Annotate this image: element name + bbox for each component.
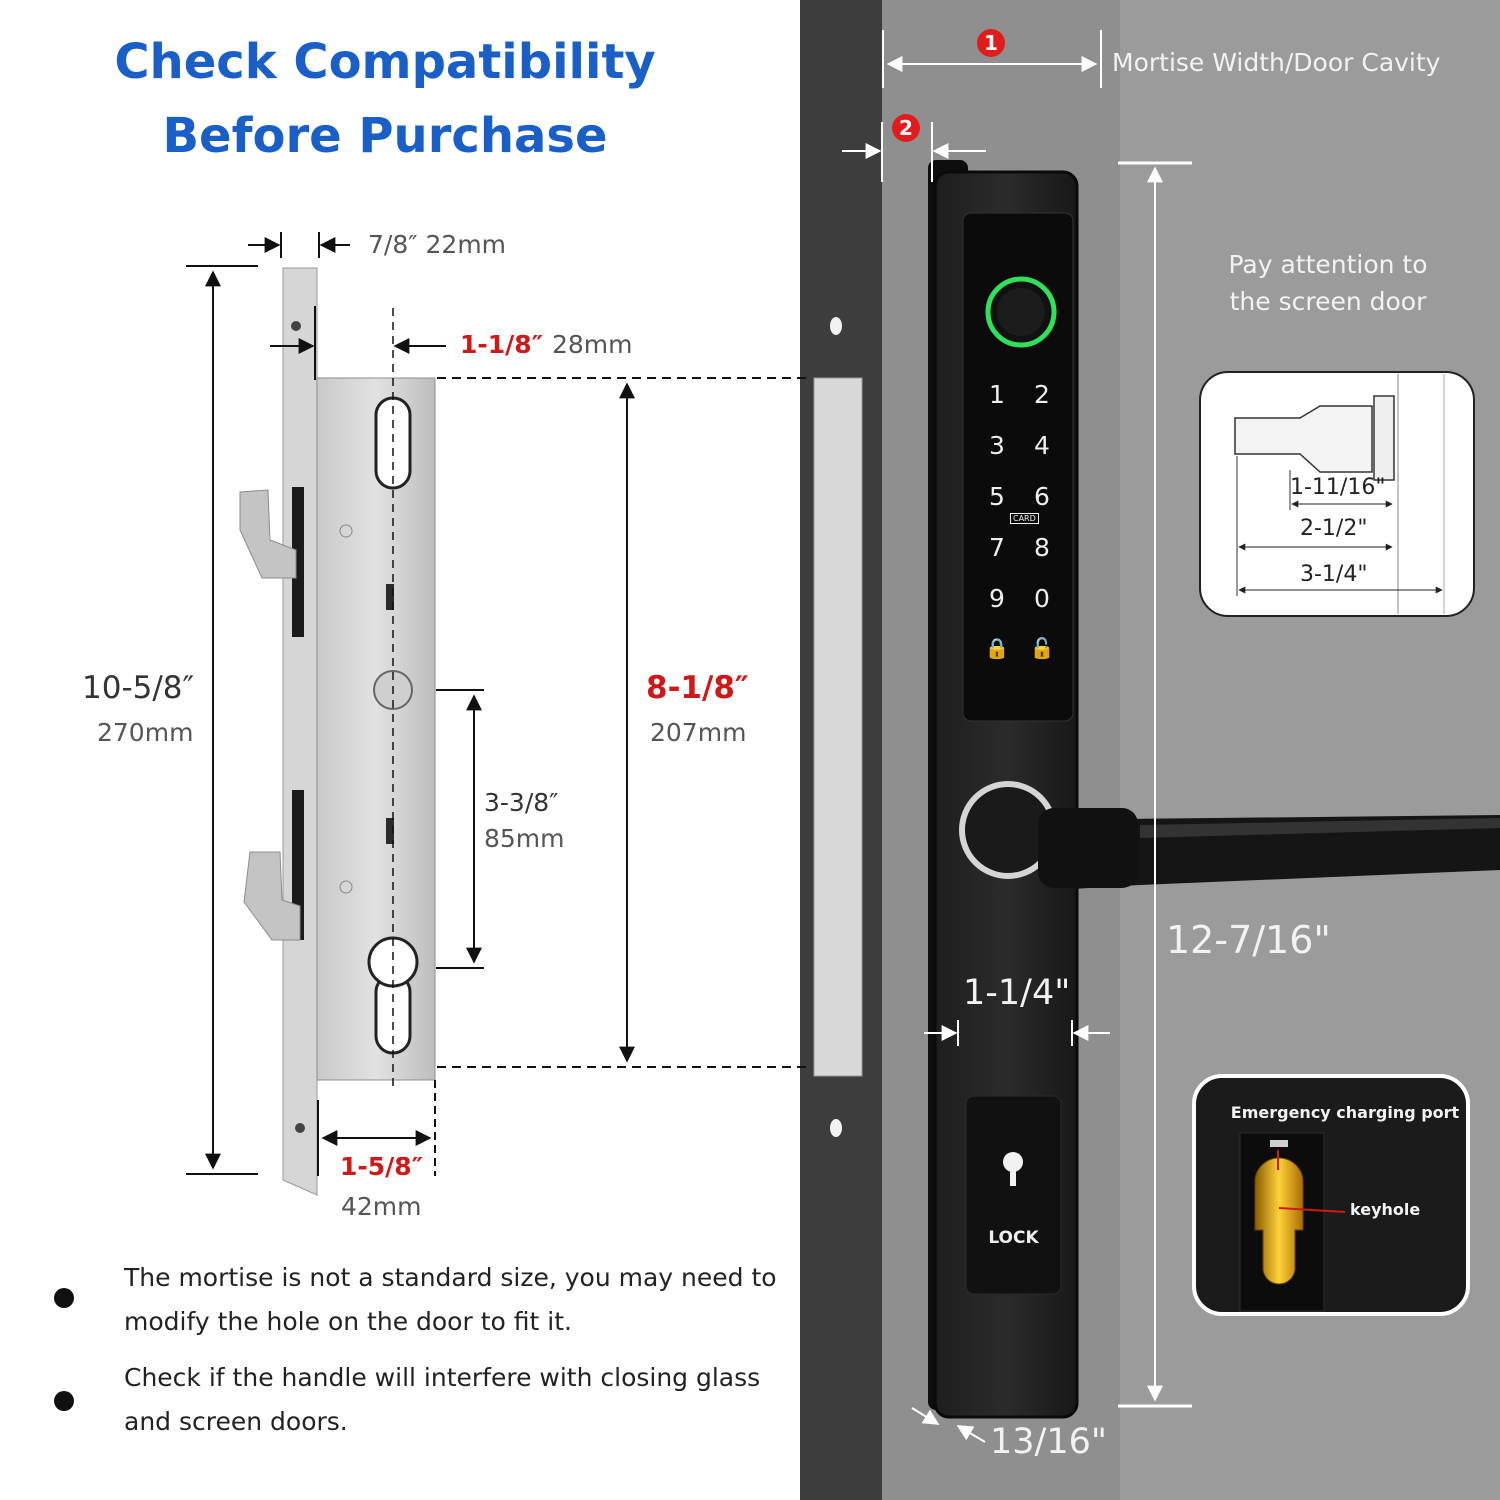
lock-cover-panel [965,1095,1062,1295]
spindle-distance-metric-label: 85mm [484,824,565,853]
faceplate-width-label: 7/8″ 22mm [368,230,507,259]
bullet-dot [54,1288,74,1308]
keypad-key[interactable]: 6 [1034,482,1050,511]
keypad-key[interactable]: 4 [1034,431,1050,460]
keypad-key[interactable]: 5 [989,482,1005,511]
screen-door-note-line2: the screen door [1229,287,1427,316]
mortise-faceplate [282,267,318,1196]
keypad-panel [962,212,1074,722]
backset-metric-label: 28mm [552,330,633,359]
body-height-metric-label: 207mm [650,718,747,747]
body-height-imperial-label: 8-1/8″ [646,670,749,706]
keypad-key[interactable]: 7 [989,533,1005,562]
backset-imperial-label: 1-1/8″ [460,330,543,359]
keypad-key[interactable]: 3 [989,431,1005,460]
keypad-key[interactable]: 8 [1034,533,1050,562]
lock-depth-label: 13/16" [990,1422,1107,1462]
screen-inset-dim-1: 1-11/16" [1290,475,1386,500]
spindle-distance-imperial-label: 3-3/8″ [484,788,559,817]
bullet-dot [54,1391,74,1411]
charging-port-label: Emergency charging port [1230,1103,1460,1122]
total-height-imperial-label: 10-5/8″ [82,670,195,706]
total-height-metric-label: 270mm [97,718,194,747]
unlock-key-icon[interactable]: 🔓 [1029,636,1055,660]
callout-badge-2: 2 [892,114,920,142]
lock-width-label: 1-1/4" [963,973,1071,1013]
body-depth-imperial-label: 1-5/8″ [340,1152,423,1181]
mortise-width-label: Mortise Width/Door Cavity [1112,48,1441,77]
frame-screw-top [830,317,842,335]
lock-height-label: 12-7/16" [1166,918,1331,962]
screen-inset-dim-3: 3-1/4" [1300,562,1368,587]
keypad-key[interactable]: 0 [1034,584,1050,613]
keypad-key[interactable]: 9 [989,584,1005,613]
callout-badge-1: 1 [977,29,1005,57]
door-strike-plate [813,377,863,1077]
card-reader-label: CARD [1010,513,1039,524]
keypad-key[interactable]: 1 [989,380,1005,409]
note-1-line2: modify the hole on the door to fit it. [124,1307,572,1336]
note-1-line1: The mortise is not a standard size, you … [124,1263,777,1292]
body-depth-metric-label: 42mm [341,1192,422,1221]
page-title-line2: Before Purchase [162,108,608,164]
note-2-line2: and screen doors. [124,1407,348,1436]
lock-key-icon[interactable]: 🔒 [984,636,1010,660]
note-2-line1: Check if the handle will interfere with … [124,1363,761,1392]
keyhole-label: keyhole [1350,1200,1421,1219]
screen-door-note-line1: Pay attention to [1228,250,1428,279]
screen-inset-dim-2: 2-1/2" [1300,516,1368,541]
frame-screw-bottom [830,1119,842,1137]
keypad-key[interactable]: 2 [1034,380,1050,409]
lock-cover-label: LOCK [988,1228,1039,1248]
page-title-line1: Check Compatibility [114,34,656,90]
